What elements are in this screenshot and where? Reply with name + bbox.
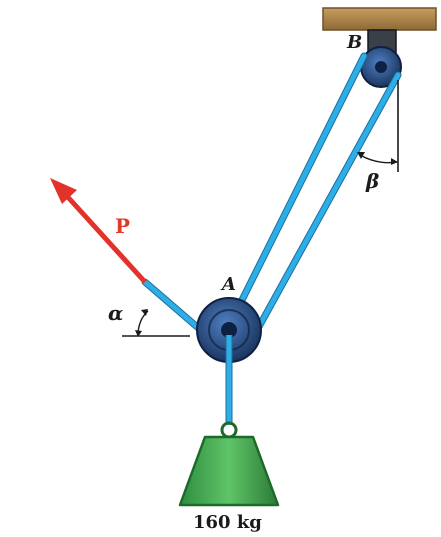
weight-body <box>178 435 280 507</box>
mass-label: 160 kg <box>193 512 262 533</box>
alpha-arc-arrow-top <box>141 309 148 316</box>
beta-arc-arrow-left <box>357 152 365 159</box>
force-label: P <box>115 214 130 238</box>
beta-label: β <box>365 169 379 193</box>
alpha-label: α <box>108 301 123 325</box>
beta-arc-arrow-right <box>391 158 398 165</box>
rope-left-strand-fill <box>230 53 367 321</box>
force-arrow-shaft <box>64 193 147 284</box>
rope-right-strand-fill <box>253 72 401 335</box>
point-b-label: B <box>346 32 362 53</box>
point-a-label: A <box>220 274 236 295</box>
pulley-a-hub <box>221 322 237 338</box>
pulley-b-hub <box>375 61 387 73</box>
force-arrow-head <box>50 178 77 204</box>
weight-ring <box>220 421 238 439</box>
ceiling-support <box>322 7 437 31</box>
alpha-arc-arrow-bottom <box>135 330 142 337</box>
rope-to-force-fill <box>142 279 206 335</box>
